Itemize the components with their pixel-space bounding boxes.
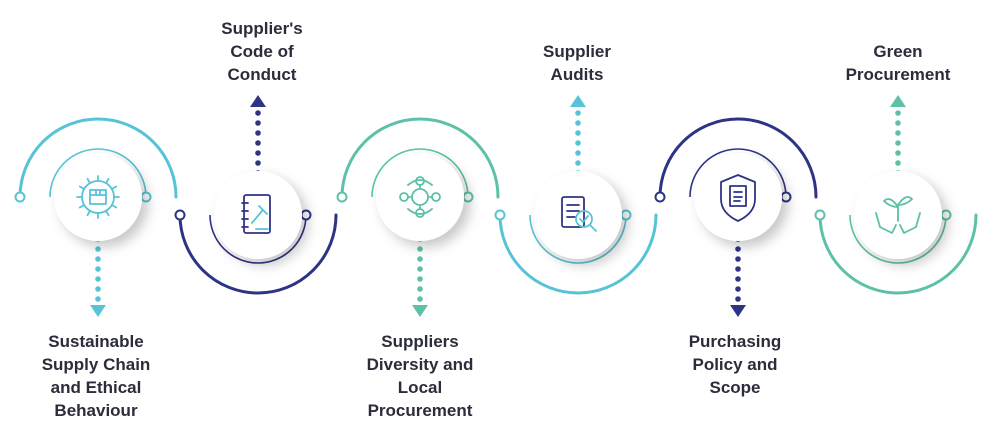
inner-arc-dot: [620, 209, 632, 221]
arc-end-dot: [174, 209, 186, 221]
outer-arc: [498, 213, 658, 295]
inner-arc-dot: [300, 209, 312, 221]
inner-arc-dot: [462, 191, 474, 203]
connector-dot: [95, 296, 101, 302]
connector-dot: [575, 160, 581, 166]
outer-arc: [658, 117, 818, 199]
gavel-notebook-icon: [214, 171, 302, 259]
connector-dot: [735, 276, 741, 282]
connector-dot: [95, 256, 101, 262]
connector-dot: [417, 256, 423, 262]
connector-dot: [895, 110, 901, 116]
connector-dot: [735, 256, 741, 262]
connector-dot: [575, 140, 581, 146]
people-network-icon: [376, 153, 464, 241]
connector-dot: [735, 296, 741, 302]
icon-circle: [376, 153, 464, 241]
inner-arc: [371, 148, 469, 198]
inner-arc: [49, 148, 147, 198]
connector-dot: [575, 110, 581, 116]
connector-arrow: [90, 305, 106, 317]
connector-dot: [735, 266, 741, 272]
icon-circle: [54, 153, 142, 241]
hands-plant-icon: [854, 171, 942, 259]
connector-dot: [95, 246, 101, 252]
gear-box-icon: [54, 153, 142, 241]
connector-dot: [895, 130, 901, 136]
connector-dot: [255, 140, 261, 146]
arc-end-dot: [654, 191, 666, 203]
connector-dot: [255, 110, 261, 116]
inner-arc: [529, 214, 627, 264]
connector-dot: [575, 130, 581, 136]
connector-dot: [735, 246, 741, 252]
inner-arc: [209, 214, 307, 264]
connector-dot: [95, 266, 101, 272]
inner-arc-dot: [780, 191, 792, 203]
outer-arc: [340, 117, 500, 199]
connector-dot: [895, 140, 901, 146]
connector-arrow: [570, 95, 586, 107]
outer-arc: [18, 117, 178, 199]
connector-dot: [575, 150, 581, 156]
connector-dot: [255, 160, 261, 166]
connector-dot: [417, 266, 423, 272]
connector-dot: [417, 286, 423, 292]
connector-dot: [417, 296, 423, 302]
connector-dot: [255, 150, 261, 156]
arc-end-dot: [814, 209, 826, 221]
connector-dot: [417, 246, 423, 252]
connector-dot: [255, 130, 261, 136]
connector-dot: [95, 286, 101, 292]
connector-dot: [895, 150, 901, 156]
connector-dot: [895, 120, 901, 126]
arc-end-dot: [494, 209, 506, 221]
outer-arc: [178, 213, 338, 295]
connector-dot: [895, 160, 901, 166]
arc-end-dot: [336, 191, 348, 203]
inner-arc-dot: [140, 191, 152, 203]
connector-arrow: [250, 95, 266, 107]
connector-dot: [95, 276, 101, 282]
connector-dot: [417, 276, 423, 282]
inner-arc-dot: [940, 209, 952, 221]
connector-arrow: [730, 305, 746, 317]
audit-document-icon: [534, 171, 622, 259]
connector-dot: [575, 120, 581, 126]
connector-dot: [735, 286, 741, 292]
inner-arc: [689, 148, 787, 198]
inner-arc: [849, 214, 947, 264]
connector-arrow: [890, 95, 906, 107]
connector-arrow: [412, 305, 428, 317]
shield-document-icon: [694, 153, 782, 241]
connector-dot: [255, 120, 261, 126]
arc-end-dot: [14, 191, 26, 203]
outer-arc: [818, 213, 978, 295]
